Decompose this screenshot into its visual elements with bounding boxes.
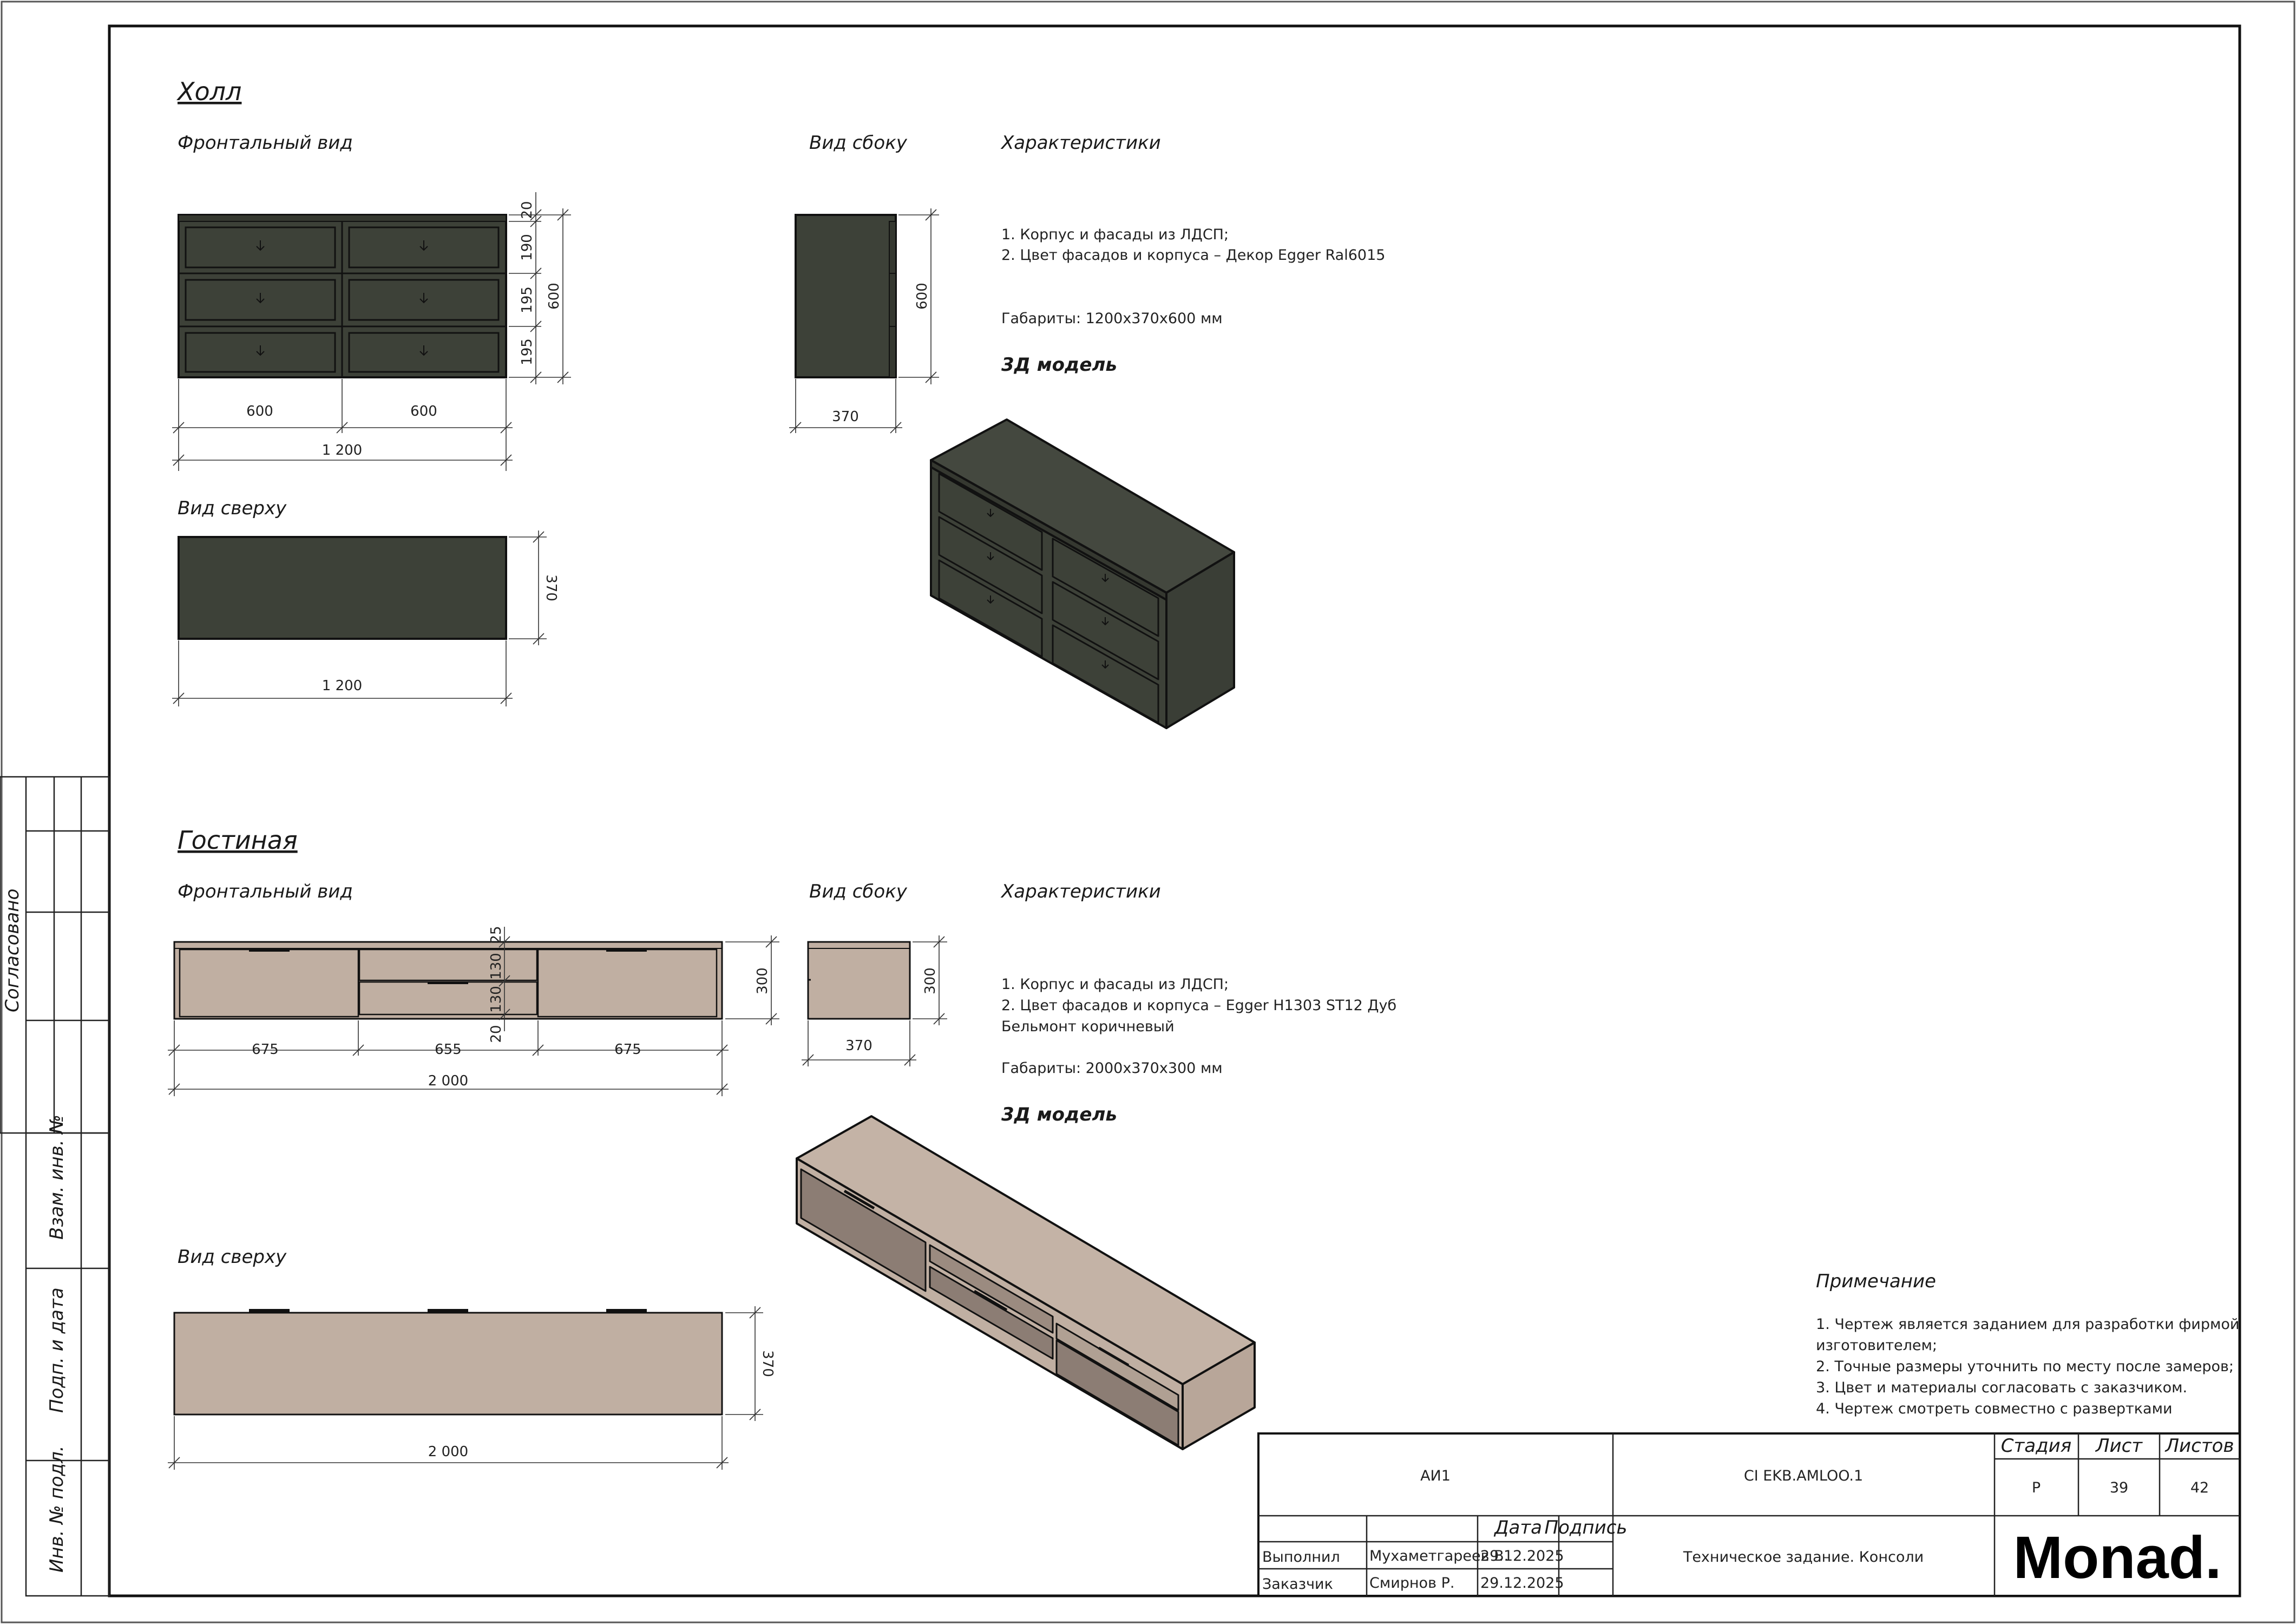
row2-date: 29.12.2025 xyxy=(1480,1575,1564,1592)
hall-side-depth: 370 xyxy=(832,409,859,425)
note-line-1: 1. Чертеж является заданием для разработ… xyxy=(1816,1316,2239,1333)
hall-side-height: 600 xyxy=(914,283,930,310)
stage-value: Р xyxy=(2032,1479,2041,1496)
living-front-view: 675 655 675 2 000 25 130 130 20 300 xyxy=(168,926,779,1096)
sheets-header: Листов xyxy=(2164,1435,2234,1457)
podp-label: Подп. и дата xyxy=(46,1287,68,1413)
row1-date: 29.12.2025 xyxy=(1480,1548,1564,1564)
row1-name: Мухаметгареев В. xyxy=(1369,1548,1508,1564)
sheet-value: 39 xyxy=(2110,1479,2128,1496)
hall-dim-w-right: 600 xyxy=(410,403,437,420)
stage-header: Стадия xyxy=(2001,1435,2071,1457)
living-dim-w-mid: 655 xyxy=(435,1042,462,1058)
note-title: Примечание xyxy=(1816,1271,1936,1292)
hall-title: Холл xyxy=(176,77,241,106)
hall-front-label: Фронтальный вид xyxy=(178,132,353,154)
sign-header: Подпись xyxy=(1545,1517,1628,1538)
living-dim-w-right: 675 xyxy=(614,1042,641,1058)
living-front-label: Фронтальный вид xyxy=(178,881,353,902)
vzam-label: Взам. инв. № xyxy=(46,1115,68,1240)
living-dim-h-d2: 130 xyxy=(488,986,504,1013)
living-model-label: 3Д модель xyxy=(1001,1104,1117,1125)
living-side-label: Вид сбоку xyxy=(809,881,908,902)
living-dim-w-left: 675 xyxy=(252,1042,279,1058)
hall-top-width: 1 200 xyxy=(322,678,362,694)
living-side-depth: 370 xyxy=(845,1038,873,1054)
sheet-header: Лист xyxy=(2095,1435,2143,1457)
hall-size: Габариты: 1200х370х600 мм xyxy=(1001,310,1223,327)
hall-dim-w-total: 1 200 xyxy=(322,442,362,459)
note-line-4: 3. Цвет и материалы согласовать с заказч… xyxy=(1816,1379,2187,1396)
project-name: АИ1 xyxy=(1420,1468,1451,1484)
hall-dim-h-total: 600 xyxy=(546,283,562,310)
living-dim-h-d1: 130 xyxy=(488,953,504,980)
brand-logo: Monad. xyxy=(2013,1524,2222,1591)
living-size: Габариты: 2000х370х300 мм xyxy=(1001,1060,1223,1077)
hall-dim-h-row3: 195 xyxy=(519,338,535,365)
living-top-view: 2 000 370 xyxy=(168,1306,776,1470)
sheets-value: 42 xyxy=(2190,1479,2209,1496)
living-top-width: 2 000 xyxy=(428,1444,468,1460)
living-title: Гостиная xyxy=(178,826,298,855)
living-dim-h-top: 25 xyxy=(488,926,504,944)
hall-dim-h-row2: 195 xyxy=(519,286,535,313)
hall-model-label: 3Д модель xyxy=(1001,354,1117,376)
inv-label: Инв. № подл. xyxy=(46,1445,68,1573)
note-line-3: 2. Точные размеры уточнить по месту посл… xyxy=(1816,1358,2234,1375)
row1-role: Выполнил xyxy=(1262,1549,1340,1566)
living-spec-line1: 1. Корпус и фасады из ЛДСП; xyxy=(1001,976,1229,993)
living-dim-h-bot: 20 xyxy=(488,1025,504,1043)
living-3d-model xyxy=(796,1115,1256,1450)
hall-top-view: 1 200 370 xyxy=(172,531,559,706)
project-code: CI EKB.AMLOO.1 xyxy=(1744,1468,1863,1484)
agreed-label: Согласовано xyxy=(2,889,23,1012)
drawing-description: Техническое задание. Консоли xyxy=(1683,1549,1924,1566)
hall-top-label: Вид сверху xyxy=(178,497,287,519)
living-spec-label: Характеристики xyxy=(1000,881,1161,902)
living-dim-h-total: 300 xyxy=(755,967,771,994)
living-top-label: Вид сверху xyxy=(178,1246,287,1268)
living-spec-line2: 2. Цвет фасадов и корпуса – Egger H1303 … xyxy=(1001,997,1396,1014)
hall-spec-label: Характеристики xyxy=(1000,132,1161,154)
hall-top-depth: 370 xyxy=(543,574,559,601)
living-top-depth: 370 xyxy=(759,1350,776,1377)
living-spec-line3: Бельмонт коричневый xyxy=(1001,1018,1175,1035)
hall-dim-h-top: 20 xyxy=(519,201,535,219)
hall-side-view: 370 600 xyxy=(789,208,939,434)
hall-spec-line2: 2. Цвет фасадов и корпуса – Декор Egger … xyxy=(1001,247,1385,264)
living-side-view: 370 300 xyxy=(802,935,947,1066)
hall-dim-h-row1: 190 xyxy=(519,234,535,261)
hall-3d-model xyxy=(930,418,1235,729)
hall-dim-w-left: 600 xyxy=(246,403,273,420)
row2-role: Заказчик xyxy=(1262,1576,1333,1593)
note-line-5: 4. Чертеж смотреть совместно с развертка… xyxy=(1816,1400,2173,1417)
hall-side-label: Вид сбоку xyxy=(809,132,908,154)
date-header: Дата xyxy=(1493,1517,1542,1538)
hall-spec-line1: 1. Корпус и фасады из ЛДСП; xyxy=(1001,226,1229,243)
side-stamp: Согласовано Взам. инв. № Подп. и дата Ин… xyxy=(0,776,110,1597)
title-block: АИ1 CI EKB.AMLOO.1 Стадия Лист Листов Р … xyxy=(1257,1432,2241,1597)
row2-name: Смирнов Р. xyxy=(1369,1575,1454,1592)
living-dim-w-total: 2 000 xyxy=(428,1073,468,1089)
note-line-2: изготовителем; xyxy=(1816,1337,1937,1354)
living-side-height: 300 xyxy=(922,967,939,994)
hall-front-view: 600 600 1 200 20 190 195 195 600 xyxy=(172,192,571,471)
